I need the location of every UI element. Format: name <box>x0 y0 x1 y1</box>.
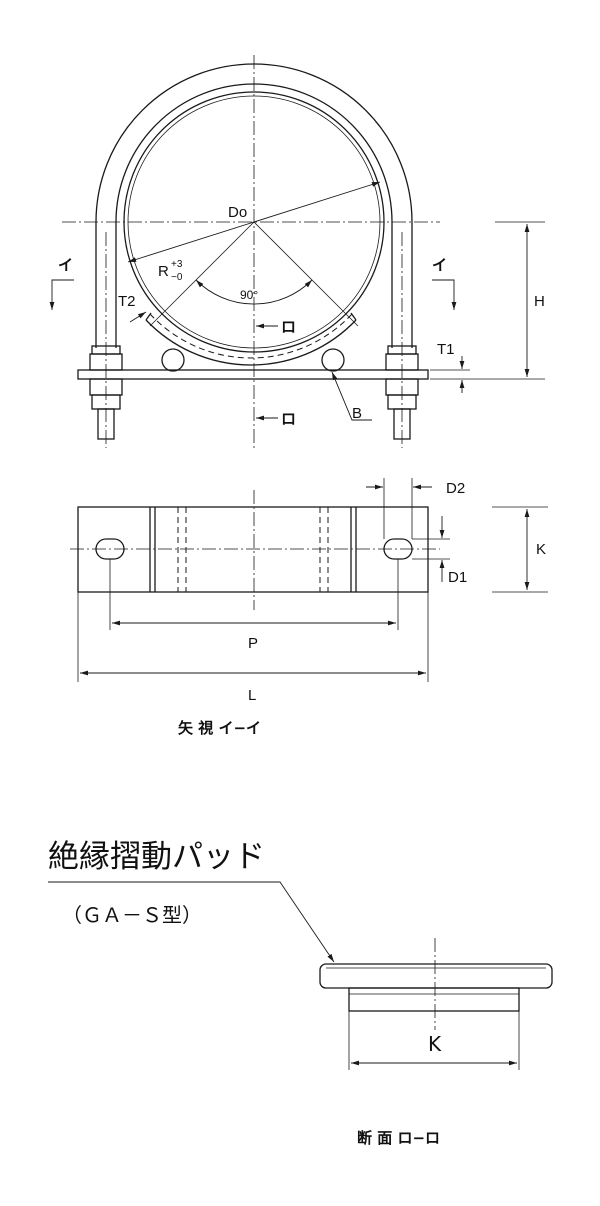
bolt-left-end <box>97 408 115 440</box>
label-D2: D2 <box>446 480 465 497</box>
label-R-tol-upper: +3 <box>171 259 183 270</box>
label-R-tol-lower: −0 <box>171 272 183 283</box>
label-D1: D1 <box>448 569 467 586</box>
pad-arc-dashed <box>149 313 353 359</box>
label-L: L <box>248 687 256 704</box>
label-K-plan: K <box>536 541 546 558</box>
pad-type: （ＧＡ－Ｓ型） <box>62 903 202 927</box>
support-rod-left <box>161 348 185 372</box>
label-B: B <box>352 405 362 422</box>
pad-arc-outer <box>145 319 357 366</box>
base-plate <box>77 369 429 380</box>
b-leader <box>331 371 372 421</box>
pad-leader <box>48 881 335 963</box>
pad-arc-end-left <box>145 312 152 321</box>
t2-leader <box>129 311 147 323</box>
label-P: P <box>248 635 258 652</box>
pad-name: 絶縁摺動パッド <box>48 839 265 875</box>
view-arrow-left <box>49 279 74 310</box>
view-mark-right: イ <box>432 256 447 274</box>
angle-line-right <box>253 221 359 327</box>
view-mark-left: イ <box>58 256 73 274</box>
label-Do: Do <box>228 204 247 221</box>
plan-view: D2 D1 K P L 矢 視 イ−イ <box>70 478 548 737</box>
label-R: R <box>158 263 169 280</box>
bolt-right-end <box>393 408 411 440</box>
pipe-outer-circle <box>123 91 385 353</box>
angle-line-left <box>149 221 255 327</box>
section-pad-lower <box>348 987 520 1012</box>
section-view: 絶縁摺動パッド （ＧＡ－Ｓ型） K 断 面 ロ−ロ <box>48 839 553 1147</box>
section-mark-upper: ロ <box>281 318 296 336</box>
nut-left-upper-b <box>89 353 123 371</box>
u-bolt-inner <box>115 83 393 348</box>
plan-caption: 矢 視 イ−イ <box>178 719 261 737</box>
support-rod-right <box>321 348 345 372</box>
section-mark-lower: ロ <box>281 410 296 428</box>
label-T2: T2 <box>118 293 136 310</box>
front-view: Do 90° R +3 −0 T2 ロ ロ <box>49 55 545 448</box>
angle-arc <box>195 279 313 305</box>
section-caption: 断 面 ロ−ロ <box>357 1129 440 1147</box>
nut-right-upper-b <box>385 353 419 371</box>
label-T1: T1 <box>437 341 455 358</box>
view-arrow-right <box>432 279 457 310</box>
label-H: H <box>534 293 545 310</box>
label-K-section: K <box>428 1032 442 1056</box>
u-bolt-outer <box>95 63 413 348</box>
pad-arc-end-right <box>350 312 357 321</box>
plan-base-plate <box>77 506 429 593</box>
label-angle: 90° <box>240 288 258 302</box>
